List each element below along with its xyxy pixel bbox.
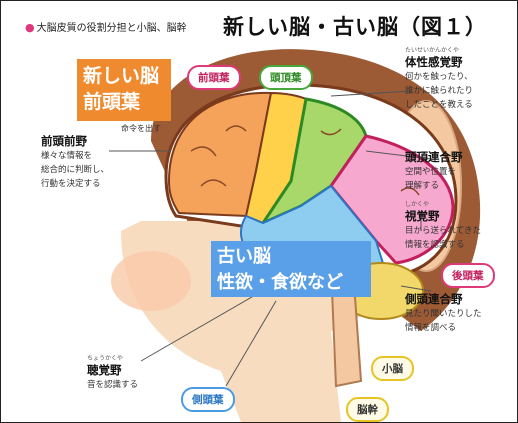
old-brain-line2: 性欲・食欲など [217, 272, 343, 293]
old-brain-highlight: 古い脳 性欲・食欲など [211, 241, 371, 297]
label-frontal-lobe: 前頭葉 [187, 65, 241, 90]
label-cerebellum: 小脳 [371, 356, 414, 381]
annotation-visual-title: 視覚野 [405, 209, 440, 223]
annotation-temporal-assoc: 側頭連合野 見たり聞いたりした 情報を調べる [405, 291, 482, 335]
leader-lines [109, 90, 432, 387]
annotation-parietal-assoc-desc: 空間や位置を 理解する [405, 167, 457, 191]
annotation-temporal-assoc-desc: 見たり聞いたりした 情報を調べる [405, 309, 482, 333]
new-brain-highlight: 新しい脳 前頭葉 [77, 59, 171, 121]
annotation-somatosensory-desc: 何かを触ったり、 誰かに触られたり したことを教える [405, 72, 474, 110]
occipital-lobe [329, 134, 455, 265]
frontal-lobe [167, 91, 273, 218]
annotation-parietal-assoc-title: 頭頂連合野 [405, 150, 463, 164]
cheek-shape [111, 251, 191, 311]
annotation-somatosensory: たいせいかんかくや 体性感覚野 何かを触ったり、 誰かに触られたり したことを教… [405, 45, 473, 112]
label-brainstem: 脳幹 [346, 397, 389, 422]
annotation-prefrontal-desc: 様々な情報を 総合的に判断し、 行動を決定する [41, 151, 110, 189]
annotation-auditory-ruby: ちょうかくや [87, 355, 124, 362]
new-brain-line2: 前頭葉 [83, 91, 141, 113]
annotation-visual: しかくや 視覚野 目から送られてきた 情報を認識する [405, 199, 481, 252]
annotation-somatosensory-title: 体性感覚野 [405, 55, 463, 69]
annotation-auditory-title: 聴覚野 [87, 363, 122, 377]
annotation-auditory-desc: 音を認識する [87, 380, 139, 390]
page-title: 新しい脳・古い脳（図１） [223, 15, 487, 39]
annotation-parietal-assoc: 頭頂連合野 空間や位置を 理解する [405, 149, 463, 193]
legend-text: 大脳皮質の役割分担と小脳、脳幹 [36, 23, 187, 34]
gyri-lines [190, 125, 420, 256]
legend-line: ●大脳皮質の役割分担と小脳、脳幹 [25, 19, 187, 34]
label-occipital-lobe: 後頭葉 [441, 263, 495, 288]
old-brain-line1: 古い脳 [217, 246, 271, 267]
annotation-prefrontal-title: 前頭前野 [41, 134, 87, 148]
annotation-auditory: ちょうかくや 聴覚野 音を認識する [87, 353, 138, 392]
new-brain-line1: 新しい脳 [83, 65, 160, 87]
annotation-temporal-assoc-title: 側頭連合野 [405, 292, 463, 306]
label-parietal-lobe: 頭頂葉 [259, 65, 313, 90]
annotation-prefrontal: 前頭前野 様々な情報を 総合的に判断し、 行動を決定する [41, 133, 109, 191]
label-temporal-lobe: 側頭葉 [181, 387, 235, 412]
annotation-visual-ruby: しかくや [405, 201, 430, 208]
legend-bullet: ● [25, 21, 35, 34]
annotation-visual-desc: 目から送られてきた 情報を認識する [405, 226, 481, 250]
partial-text: 命令を出す [121, 124, 161, 133]
annotation-somatosensory-ruby: たいせいかんかくや [405, 47, 460, 54]
